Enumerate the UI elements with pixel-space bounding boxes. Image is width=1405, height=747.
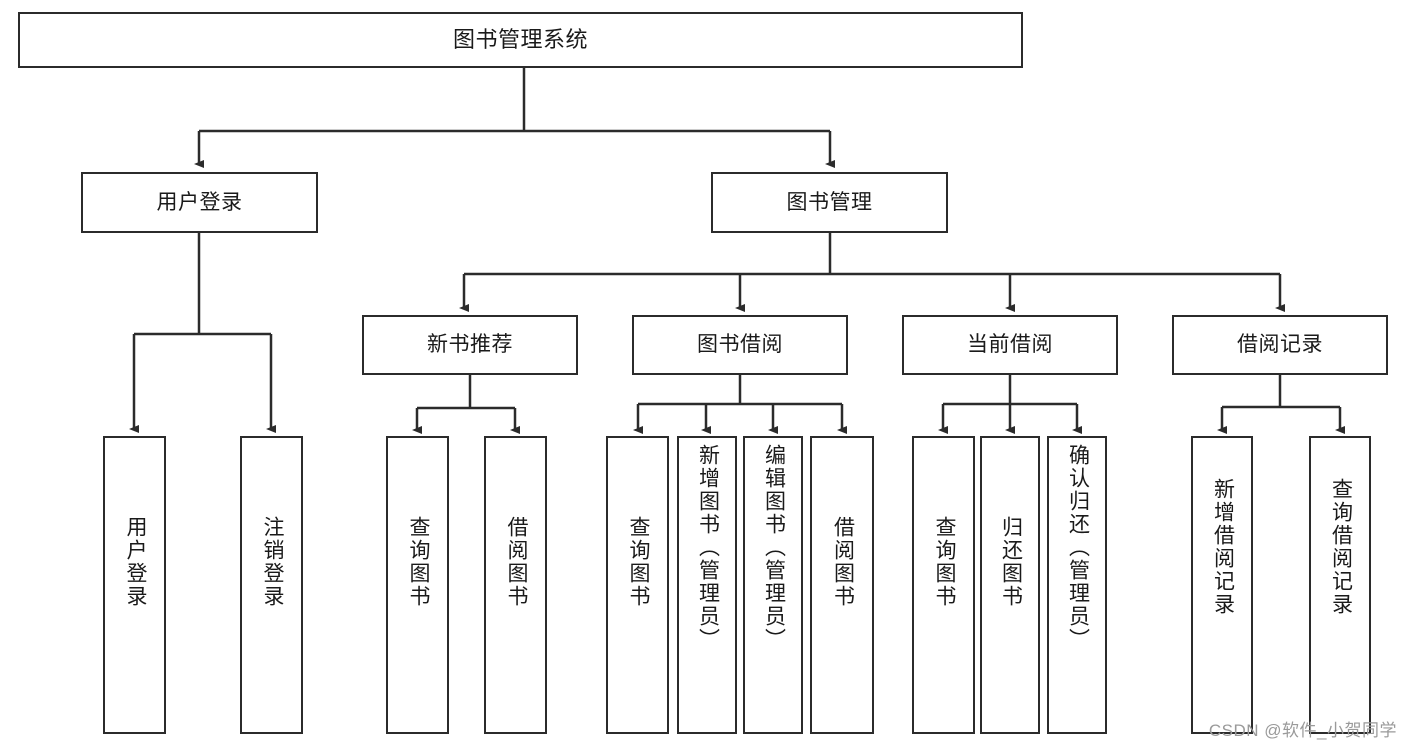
node-root-label: 图书管理系统 xyxy=(452,26,588,52)
node-leaf-query-book-3[interactable]: 查询图书 xyxy=(912,436,975,734)
node-leaf-edit-book-label: 编辑图书（管理员） xyxy=(762,444,786,651)
node-leaf-add-record-label: 新增借阅记录 xyxy=(1211,478,1235,616)
node-leaf-query-book-2-label: 查询图书 xyxy=(626,516,650,608)
node-leaf-return-book[interactable]: 归还图书 xyxy=(980,436,1040,734)
node-leaf-return-book-label: 归还图书 xyxy=(999,516,1023,608)
node-leaf-query-book-2[interactable]: 查询图书 xyxy=(606,436,669,734)
node-leaf-query-book-3-label: 查询图书 xyxy=(932,516,956,608)
node-leaf-confirm-return[interactable]: 确认归还（管理员） xyxy=(1047,436,1107,734)
node-leaf-query-record[interactable]: 查询借阅记录 xyxy=(1309,436,1371,734)
node-leaf-borrow-book-1[interactable]: 借阅图书 xyxy=(484,436,547,734)
node-leaf-borrow-book-2-label: 借阅图书 xyxy=(831,516,855,608)
node-book-manage-label: 图书管理 xyxy=(786,190,873,214)
node-borrow-record-label: 借阅记录 xyxy=(1237,333,1323,357)
node-current-borrow[interactable]: 当前借阅 xyxy=(902,315,1118,375)
node-leaf-borrow-book-2[interactable]: 借阅图书 xyxy=(810,436,874,734)
node-new-book-rec-label: 新书推荐 xyxy=(427,333,513,357)
node-borrow-record[interactable]: 借阅记录 xyxy=(1172,315,1388,375)
node-leaf-add-book[interactable]: 新增图书（管理员） xyxy=(677,436,737,734)
node-new-book-rec[interactable]: 新书推荐 xyxy=(362,315,578,375)
node-leaf-add-record[interactable]: 新增借阅记录 xyxy=(1191,436,1253,734)
node-book-manage[interactable]: 图书管理 xyxy=(711,172,948,233)
node-leaf-borrow-book-1-label: 借阅图书 xyxy=(504,516,528,608)
node-leaf-confirm-return-label: 确认归还（管理员） xyxy=(1066,444,1090,651)
node-root[interactable]: 图书管理系统 xyxy=(18,12,1023,68)
node-leaf-logout-label: 注销登录 xyxy=(260,516,284,608)
node-current-borrow-label: 当前借阅 xyxy=(967,333,1053,357)
node-leaf-user-login[interactable]: 用户登录 xyxy=(103,436,166,734)
node-leaf-query-record-label: 查询借阅记录 xyxy=(1329,478,1353,616)
node-leaf-add-book-label: 新增图书（管理员） xyxy=(696,444,720,651)
node-user-login[interactable]: 用户登录 xyxy=(81,172,318,233)
node-book-borrow-label: 图书借阅 xyxy=(697,333,783,357)
node-leaf-query-book-1-label: 查询图书 xyxy=(406,516,430,608)
node-leaf-user-login-label: 用户登录 xyxy=(123,516,147,608)
node-leaf-logout[interactable]: 注销登录 xyxy=(240,436,303,734)
node-leaf-edit-book[interactable]: 编辑图书（管理员） xyxy=(743,436,803,734)
node-leaf-query-book-1[interactable]: 查询图书 xyxy=(386,436,449,734)
node-user-login-label: 用户登录 xyxy=(156,190,243,214)
node-book-borrow[interactable]: 图书借阅 xyxy=(632,315,848,375)
